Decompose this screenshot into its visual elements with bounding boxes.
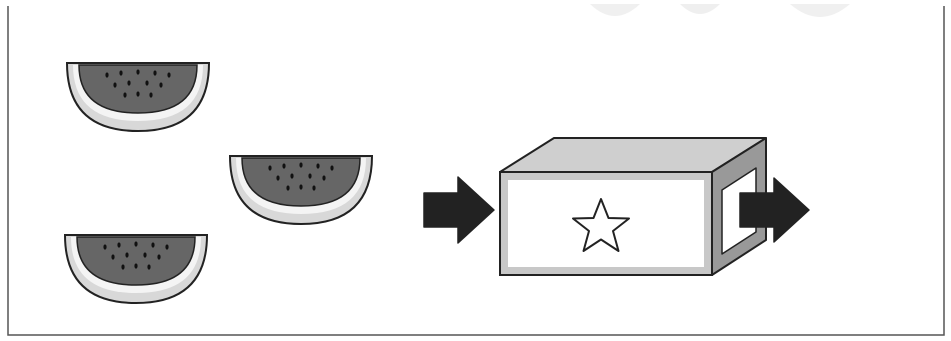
watermelon-slice-icon [63, 234, 209, 305]
box-side-opening [721, 167, 757, 255]
arrow-right-icon [739, 177, 810, 243]
watermelon-slice-icon [65, 62, 211, 133]
faded-background-shapes [590, 4, 850, 17]
arrow-right-icon [423, 176, 495, 244]
watermelon-slice-icon [228, 155, 374, 226]
frame-border [7, 6, 945, 336]
star-icon [572, 198, 630, 252]
machine-box [499, 137, 767, 276]
